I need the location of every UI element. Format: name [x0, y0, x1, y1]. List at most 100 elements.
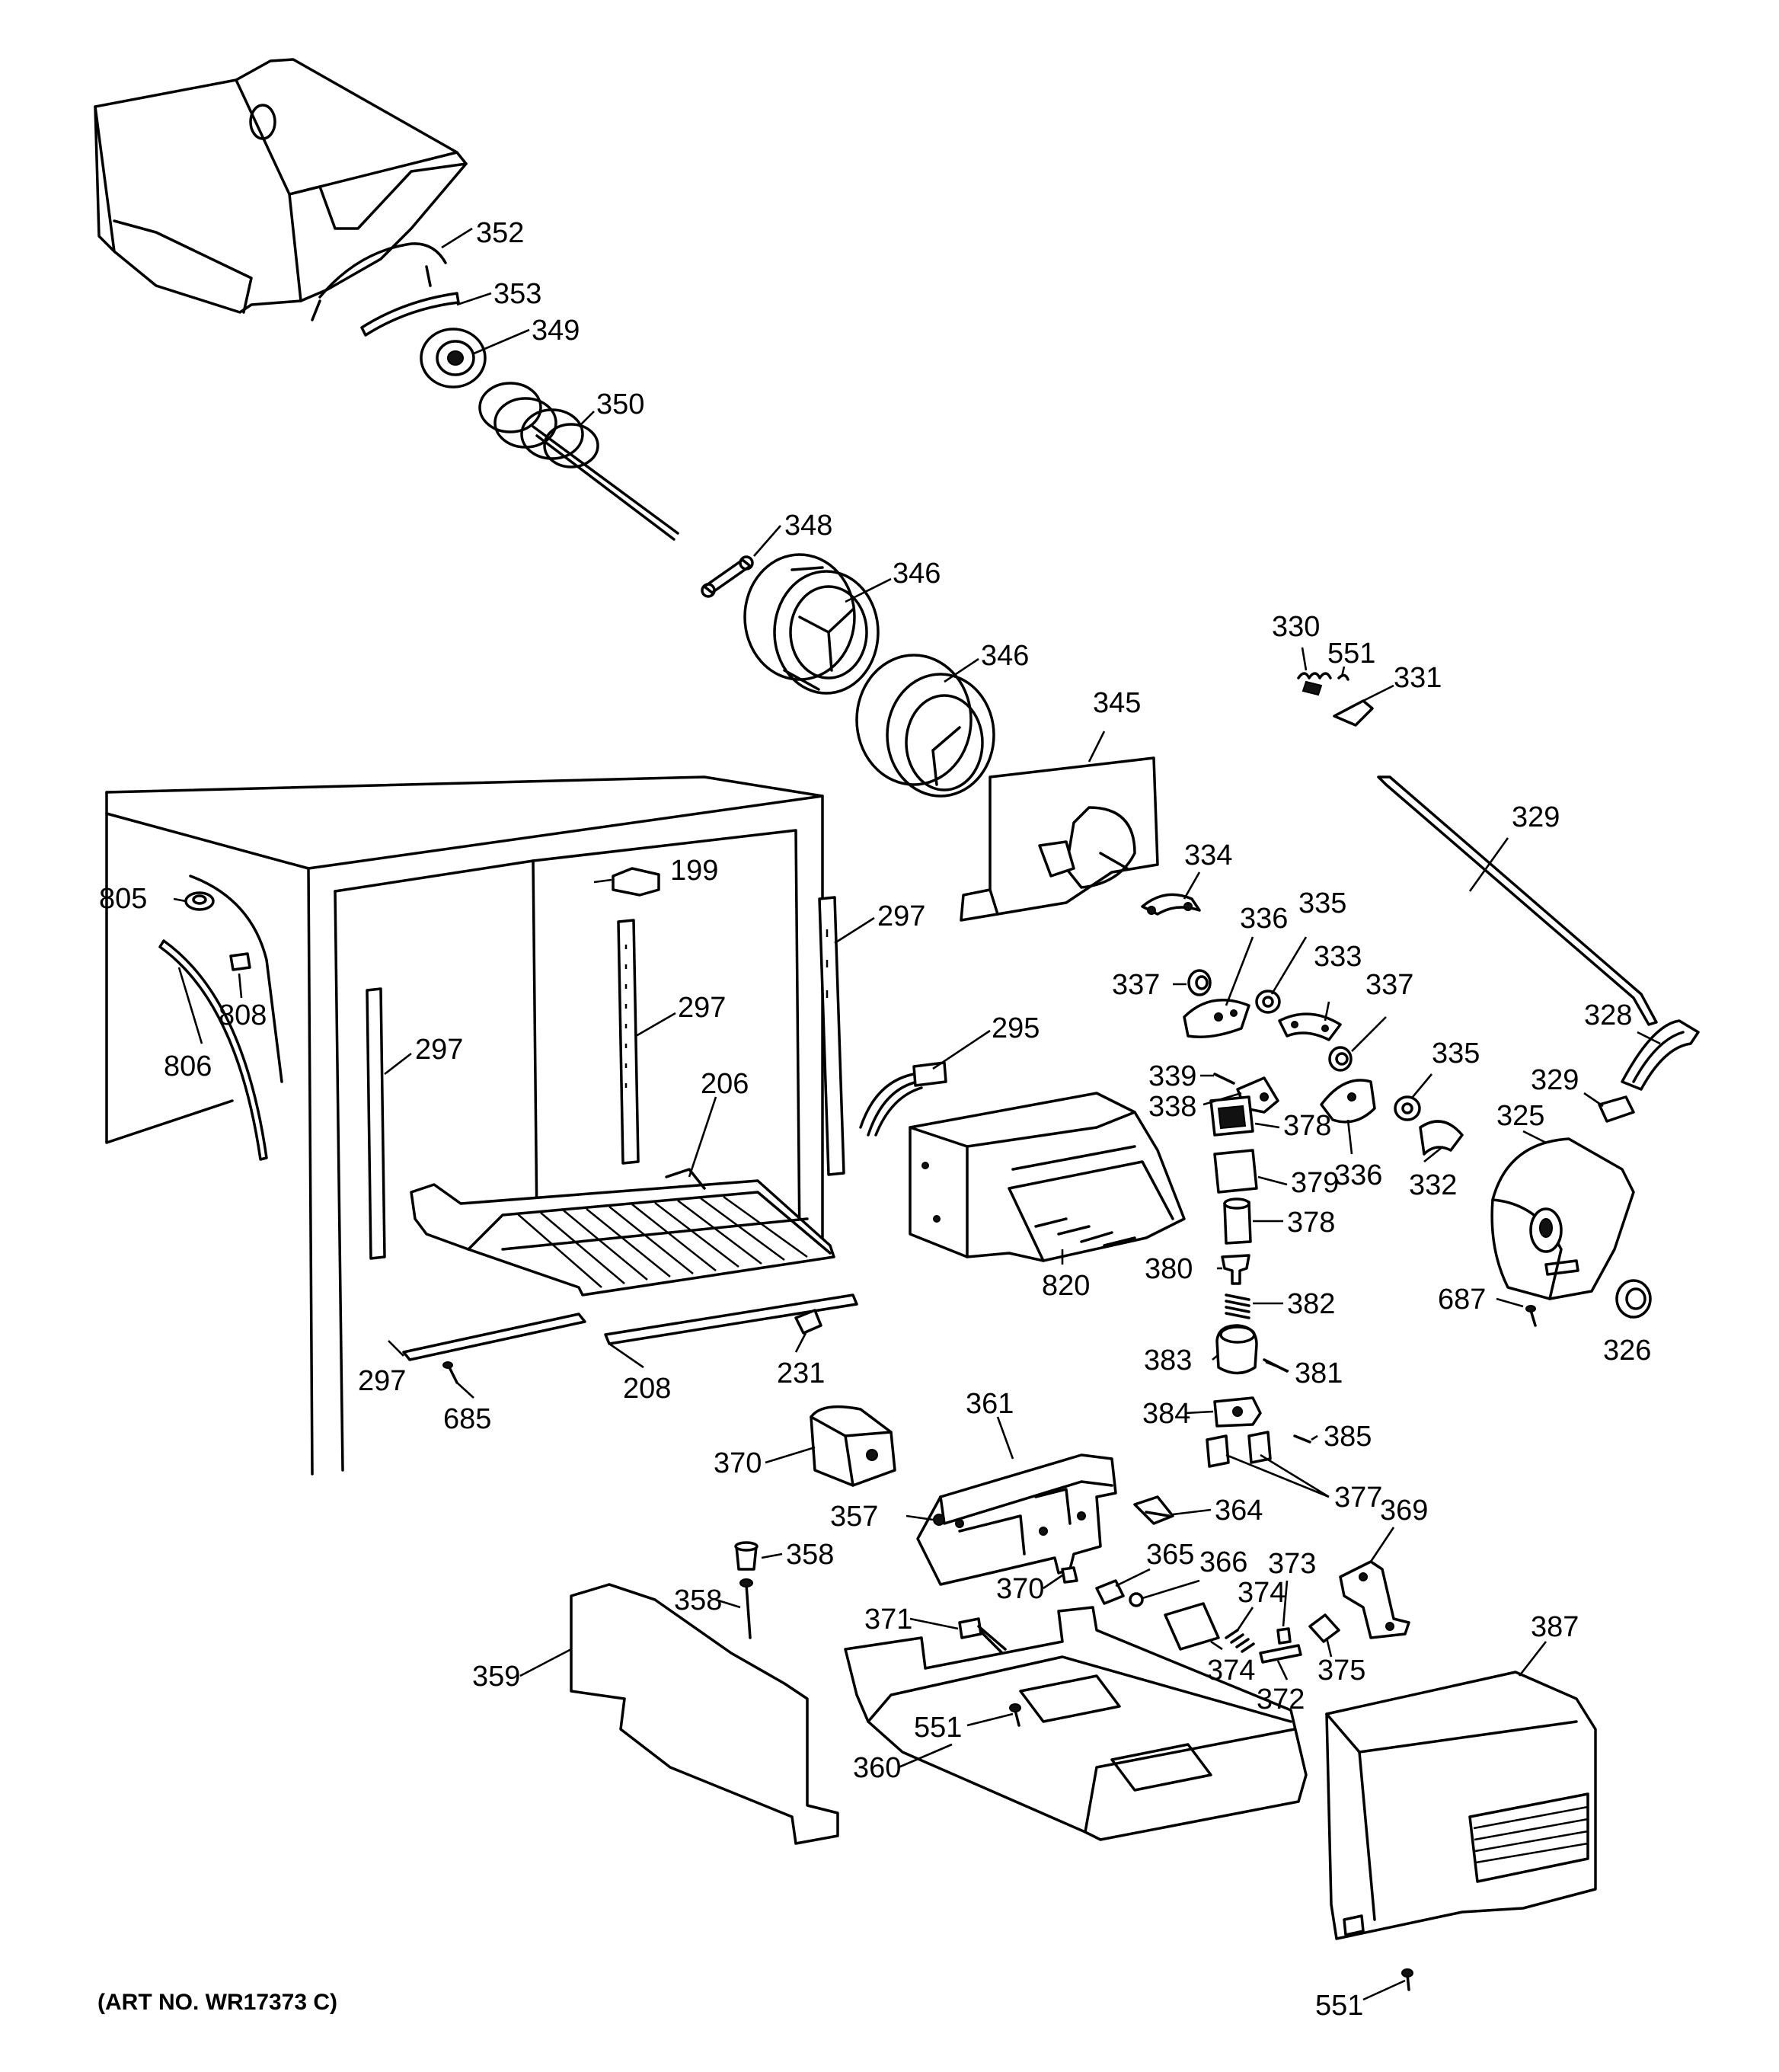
- cube-379: [1213, 1149, 1258, 1194]
- roller-337b: [1328, 1046, 1353, 1072]
- callout-337b: 337: [1365, 969, 1413, 1001]
- switch-384: [1213, 1396, 1262, 1428]
- callout-335b: 335: [1432, 1038, 1480, 1070]
- callout-338: 338: [1148, 1091, 1196, 1123]
- icemaker-module-820: [909, 1092, 1186, 1262]
- spring-330: [1297, 672, 1332, 696]
- part-199: [612, 867, 660, 897]
- callout-297a: 297: [877, 900, 925, 932]
- screw-551b: [1009, 1703, 1021, 1727]
- callout-370b: 370: [996, 1573, 1044, 1605]
- clip-231: [794, 1309, 822, 1335]
- screw-357: [933, 1514, 945, 1526]
- callout-297b: 297: [678, 992, 726, 1024]
- shelf-rail-297b: [617, 919, 640, 1165]
- leader-lines: [173, 227, 1661, 2001]
- pin-348: [701, 555, 754, 598]
- bracket-364: [1133, 1495, 1174, 1525]
- callout-685: 685: [443, 1403, 491, 1435]
- relay-378a: [1209, 1095, 1254, 1137]
- fastener-805: [184, 891, 215, 911]
- callout-387: 387: [1531, 1611, 1579, 1643]
- art-number: (ART NO. WR17373 C): [97, 1990, 337, 2015]
- cam-arm-333: [1278, 1012, 1342, 1041]
- spring-374a: [1225, 1629, 1255, 1653]
- callout-231: 231: [777, 1357, 825, 1389]
- front-rail-208: [604, 1293, 858, 1345]
- callout-805: 805: [99, 883, 147, 915]
- callout-labels: 352 353 349 350 348 346 346 330 551 331 …: [97, 217, 1651, 2022]
- callout-361: 361: [966, 1388, 1014, 1420]
- callout-379: 379: [1291, 1167, 1339, 1199]
- callout-372: 372: [1257, 1684, 1305, 1715]
- callout-374a: 374: [1238, 1577, 1286, 1609]
- callout-346a: 346: [893, 558, 941, 590]
- callout-380: 380: [1145, 1253, 1193, 1285]
- callout-353: 353: [493, 278, 541, 310]
- callout-382: 382: [1287, 1288, 1335, 1320]
- base-tray-360: [844, 1606, 1308, 1841]
- callout-326: 326: [1603, 1335, 1651, 1367]
- tube-378b: [1223, 1197, 1252, 1245]
- callout-370a: 370: [714, 1447, 762, 1479]
- callout-687: 687: [1438, 1284, 1486, 1316]
- connector-371: [958, 1617, 1007, 1656]
- bearing-349: [420, 328, 487, 388]
- plunger-380: [1221, 1254, 1250, 1285]
- pin-385: [1293, 1434, 1311, 1444]
- wire-shelf-206: [410, 1168, 835, 1297]
- solenoid-383: [1215, 1324, 1258, 1375]
- callout-369: 369: [1380, 1495, 1428, 1527]
- callout-358b: 358: [674, 1584, 722, 1616]
- callout-336a: 336: [1240, 903, 1288, 935]
- drive-gear-326: [1615, 1279, 1652, 1319]
- callout-334: 334: [1184, 839, 1232, 871]
- block-329: [1598, 1095, 1635, 1123]
- screw-685: [442, 1361, 458, 1384]
- callout-375: 375: [1317, 1655, 1365, 1687]
- auger-350: [478, 382, 679, 541]
- dispenser-cover-387: [1325, 1671, 1597, 1940]
- callout-374b: 374: [1207, 1655, 1255, 1687]
- callout-806: 806: [164, 1050, 212, 1082]
- callout-378b: 378: [1287, 1207, 1335, 1239]
- callout-365: 365: [1146, 1539, 1194, 1571]
- callout-332: 332: [1409, 1169, 1457, 1201]
- callout-371: 371: [864, 1604, 912, 1636]
- callout-329a: 329: [1512, 801, 1560, 833]
- cap-808: [229, 952, 251, 971]
- crusher-drum-346b: [855, 654, 995, 798]
- callout-373: 373: [1268, 1548, 1316, 1580]
- callout-820: 820: [1042, 1270, 1090, 1302]
- cam-332: [1419, 1120, 1464, 1156]
- screw-687: [1525, 1305, 1537, 1327]
- washer-335a: [1255, 990, 1281, 1014]
- clip-551a: [1337, 673, 1349, 681]
- cover-panel-359: [570, 1583, 839, 1845]
- callout-345: 345: [1093, 687, 1141, 719]
- callout-339: 339: [1148, 1060, 1196, 1092]
- part-375: [1308, 1613, 1340, 1643]
- pin-339: [1213, 1073, 1235, 1085]
- callout-378a: 378: [1283, 1110, 1331, 1142]
- callout-199: 199: [670, 855, 718, 887]
- callout-206: 206: [701, 1068, 749, 1100]
- trim-strip-806: [158, 939, 268, 1161]
- callout-384: 384: [1142, 1398, 1190, 1430]
- callout-808: 808: [219, 999, 267, 1031]
- callout-383: 383: [1144, 1345, 1192, 1377]
- callout-551b: 551: [914, 1712, 962, 1744]
- callout-349: 349: [532, 315, 580, 347]
- callout-335a: 335: [1298, 887, 1346, 919]
- plate-374b: [1164, 1602, 1220, 1651]
- motor-370a: [810, 1405, 896, 1487]
- callout-297d: 297: [358, 1365, 406, 1397]
- callout-358a: 358: [786, 1539, 834, 1571]
- control-plate-361: [916, 1453, 1117, 1586]
- motor-housing-325: [1490, 1137, 1635, 1300]
- callout-337a: 337: [1112, 969, 1160, 1001]
- nut-370b: [1061, 1566, 1078, 1584]
- bushing-358a: [734, 1541, 759, 1571]
- switch-pair-377: [1206, 1431, 1272, 1468]
- fitting-373: [1276, 1627, 1292, 1645]
